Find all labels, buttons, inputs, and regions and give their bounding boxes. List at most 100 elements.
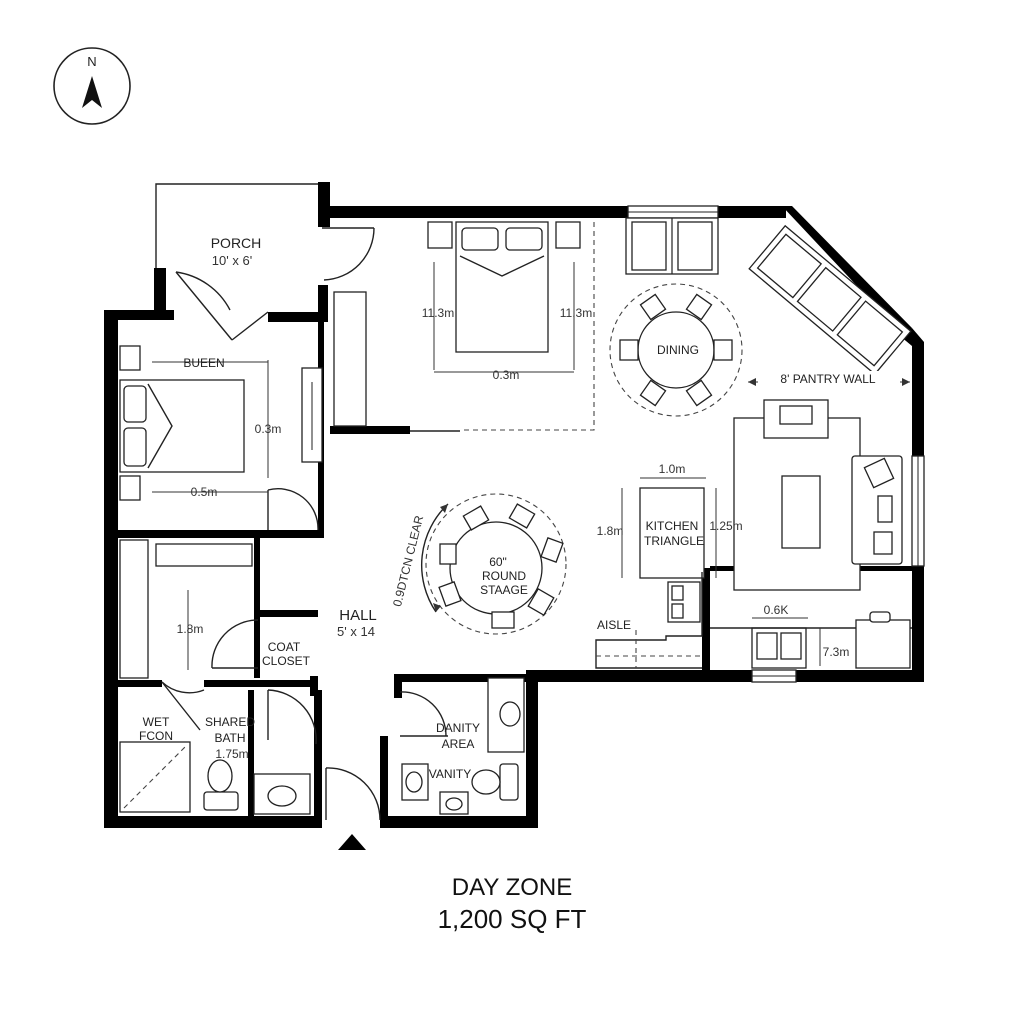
door-swing (161, 681, 205, 694)
pillow (123, 385, 147, 423)
pillow (461, 227, 499, 251)
porch-wall-stub (154, 268, 166, 313)
pantry-bay (836, 300, 904, 367)
dining-label: DINING (657, 343, 699, 357)
shared-bath-dim: 1.75m (215, 747, 248, 761)
wall-bath-top-a (116, 680, 162, 687)
counter-outline (595, 572, 703, 669)
door-leaf (231, 311, 269, 341)
entry-arrow-icon (338, 834, 366, 850)
bedroom-left-width-dim: 0.5m (191, 485, 218, 499)
bedroom-left-label: BUEEN (183, 356, 224, 370)
stage-chair (462, 505, 490, 531)
door-swing (325, 767, 381, 821)
shared-bath-line2: BATH (214, 731, 245, 745)
living-area (733, 399, 903, 591)
stage-chair (527, 587, 555, 617)
clearance-arc (420, 503, 449, 613)
coat-closet-line1: COAT (268, 640, 301, 654)
wall-bedroom-bottom (116, 530, 324, 538)
arrow-left-icon (748, 378, 756, 386)
compass: N (53, 47, 131, 125)
wall-bath-right (314, 690, 322, 820)
doors (161, 227, 460, 850)
bedroom-left-height-dim: 0.3m (255, 422, 282, 436)
bathrooms (119, 677, 525, 815)
kitchen-label-line1: KITCHEN (646, 519, 699, 533)
dining-chair (639, 293, 667, 321)
dining-area (609, 217, 743, 417)
exterior-walls (104, 182, 924, 828)
shower-diagonal (123, 745, 187, 809)
wall-closet-right (254, 538, 260, 678)
aisle-label: AISLE (597, 618, 631, 632)
porch-wall-right (318, 182, 330, 227)
toilet-tank (203, 791, 239, 811)
range-knob (869, 611, 891, 623)
kitchen-top-dim: 1.0m (659, 462, 686, 476)
wet-room-line2: FCON (139, 729, 173, 743)
nightstand (119, 475, 141, 501)
sideboard-door (631, 221, 667, 271)
zone-title: DAY ZONE (451, 874, 573, 901)
wall-step (526, 672, 538, 828)
counter-right-dim: 7.3m (823, 645, 850, 659)
dining-chair (685, 379, 713, 407)
bedroom-top (333, 221, 595, 431)
dining-chair (713, 339, 733, 361)
bedroom-top-zone (460, 222, 595, 431)
coffee-table (781, 475, 821, 549)
bed-fold (147, 383, 173, 469)
coat-closet-line2: CLOSET (262, 654, 311, 668)
wall-stub (394, 674, 402, 698)
wall-vanity-top (394, 674, 530, 682)
stage-chair (540, 537, 564, 563)
bedroom-top-left-dim: 11.3m (422, 306, 454, 320)
compass-label: N (87, 54, 96, 69)
sideboard-door (677, 221, 713, 271)
wall-bath-divider (248, 690, 254, 820)
porch-outline (155, 183, 322, 270)
dining-chair (619, 339, 639, 361)
nightstand (427, 221, 453, 249)
wall-segment (106, 310, 174, 320)
cushion (873, 531, 893, 555)
sink-basin (499, 701, 521, 727)
kitchen-right-dim: 1.25m (709, 519, 742, 533)
wall-coat-top (258, 610, 318, 617)
hall-size: 5' x 14 (337, 624, 375, 639)
sink-basin (267, 785, 297, 807)
closet-rack (119, 539, 149, 679)
pantry-label: 8' PANTRY WALL (780, 372, 876, 386)
sink-basin (445, 797, 463, 811)
bedroom-top-bottom-dim: 0.3m (493, 368, 520, 382)
shared-bath-line1: SHARED (205, 715, 255, 729)
sink-basin (405, 771, 423, 793)
porch-size: 10' x 6' (212, 253, 252, 268)
cushion (877, 495, 893, 523)
door-leaf (161, 681, 201, 731)
dining-clearance (609, 283, 743, 417)
door-swing (399, 691, 447, 737)
pantry-bay (796, 266, 862, 332)
wall-vanity-left (380, 736, 388, 826)
stage-clearance-label: 0.9DTCN CLEAR (390, 514, 426, 608)
kitchen-label-line2: TRIANGLE (644, 534, 704, 548)
pantry-label-bg (758, 371, 900, 387)
vanity-area-line2: AREA (442, 737, 475, 751)
counter-top-dim: 0.6K (764, 603, 789, 617)
wall-kitchen (702, 568, 710, 672)
dining-chair (639, 379, 667, 407)
round-stage (420, 493, 567, 635)
stage-label-line3: STAAGE (480, 583, 528, 597)
cushion (863, 457, 895, 489)
stage-chair (491, 611, 515, 629)
pantry-shelving (748, 224, 912, 376)
wall-bottom-mid (380, 816, 538, 828)
wall-bath-top-b (204, 680, 318, 687)
toilet-tank (499, 763, 519, 801)
pillow (505, 227, 543, 251)
range-cooktop (855, 619, 911, 669)
